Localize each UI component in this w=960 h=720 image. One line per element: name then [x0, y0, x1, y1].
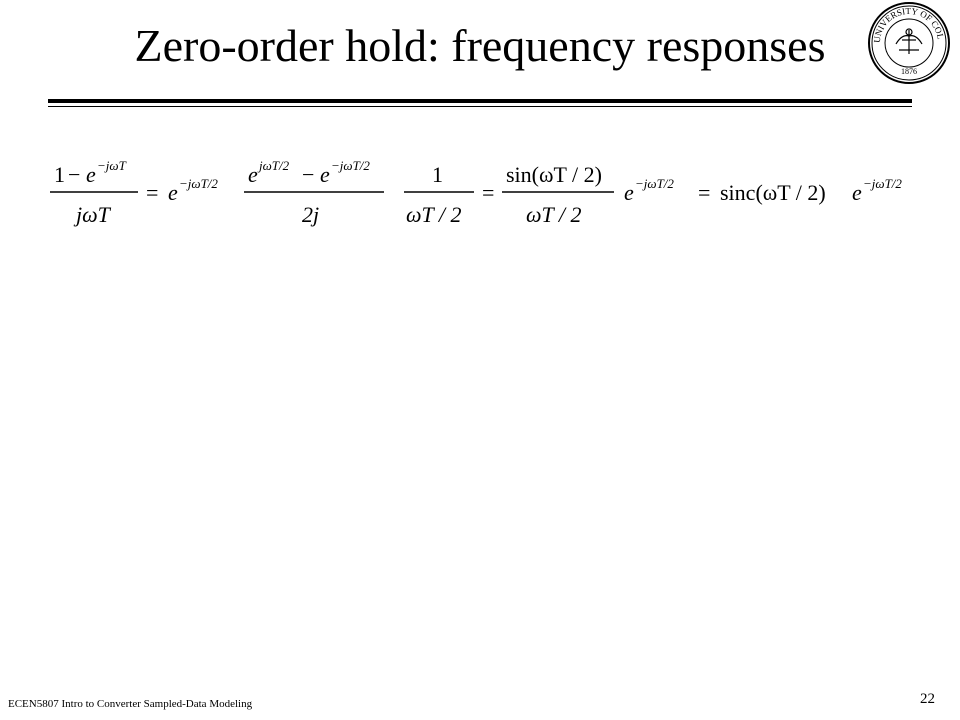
- equals-2: =: [482, 180, 494, 205]
- numerator-e: e: [86, 162, 96, 187]
- term-zoh-transfer: 1 − e −jωT jωT: [50, 158, 138, 227]
- term-sinc: sinc(ωT / 2) e −jωT/2: [720, 176, 902, 205]
- phase-exponent: −jωT/2: [179, 176, 218, 191]
- recip-den: ωT / 2: [406, 202, 461, 227]
- seal-year: 1876: [901, 67, 917, 76]
- sine-num-e1: e: [248, 162, 258, 187]
- term-sin-ratio: sin(ωT / 2) ωT / 2 e −jωT/2: [502, 162, 674, 227]
- footer-course-title: ECEN5807 Intro to Converter Sampled-Data…: [8, 698, 253, 710]
- term-reciprocal: 1 ωT / 2: [404, 162, 474, 227]
- sine-num-exp1: jωT/2: [257, 158, 290, 173]
- equals-1: =: [146, 180, 158, 205]
- numerator-exponent: −jωT: [97, 158, 127, 173]
- title-divider-thick: [48, 99, 912, 103]
- recip-num-one: 1: [432, 162, 443, 187]
- numerator-minus: −: [68, 162, 80, 187]
- sine-num-minus: −: [302, 162, 314, 187]
- sine-den-2j: 2j: [302, 202, 319, 227]
- numerator-one: 1: [54, 162, 65, 187]
- denominator-jwT: jωT: [73, 202, 112, 227]
- sin-numerator: sin(ωT / 2): [506, 162, 602, 187]
- slide-title: Zero-order hold: frequency responses: [134, 20, 826, 71]
- zoh-frequency-response-equation: 1 − e −jωT jωT = e −jωT/2 e jωT/2 − e −j…: [50, 158, 902, 227]
- sin-phase-exponent: −jωT/2: [635, 176, 674, 191]
- sinc-phase-e: e: [852, 180, 862, 205]
- phase-e: e: [168, 180, 178, 205]
- sinc-phase-exponent: −jωT/2: [863, 176, 902, 191]
- title-divider-thin: [48, 106, 912, 107]
- term-phase-factor: e −jωT/2: [168, 176, 218, 205]
- sin-denominator: ωT / 2: [526, 202, 581, 227]
- university-seal-icon: UNIVERSITY OF COLORADO 1876: [866, 0, 950, 84]
- sine-num-exp2: −jωT/2: [331, 158, 370, 173]
- seal-ring-text: UNIVERSITY OF COLORADO: [866, 0, 946, 43]
- sinc-function: sinc(ωT / 2): [720, 180, 826, 205]
- term-sine-expansion: e jωT/2 − e −jωT/2 2j: [244, 158, 384, 227]
- sin-phase-e: e: [624, 180, 634, 205]
- equals-3: =: [698, 180, 710, 205]
- sine-num-e2: e: [320, 162, 330, 187]
- page-number: 22: [920, 691, 935, 707]
